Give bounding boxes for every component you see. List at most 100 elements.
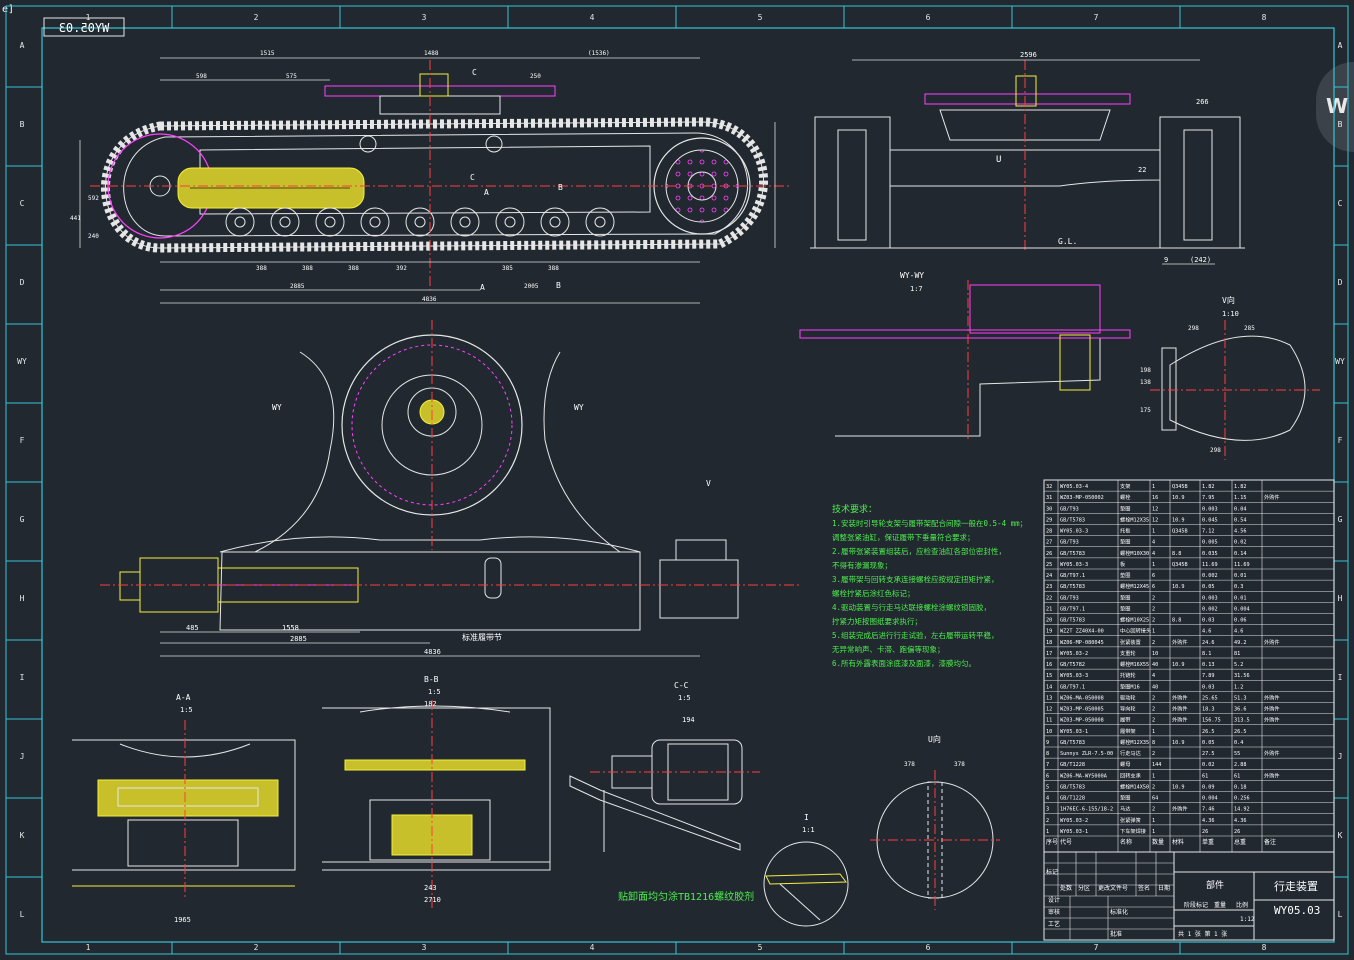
bom-cell: 螺母: [1120, 760, 1130, 768]
tb-row-1: 处数: [1060, 884, 1072, 892]
tb-role-0: 设计: [1048, 896, 1060, 904]
bom-cell: 17: [1046, 651, 1052, 657]
bom-cell: 10: [1046, 729, 1052, 735]
grid-col-label: 5: [758, 943, 763, 952]
bom-cell: 40: [1152, 662, 1158, 668]
bom-cell: WY05.03-3: [1060, 562, 1088, 568]
tech-req-line: 拧紧力矩按图纸要求执行；: [832, 616, 922, 626]
roller-hub: [549, 216, 561, 228]
bom-cell: 26: [1202, 829, 1208, 835]
bom-cell: 12: [1046, 707, 1052, 713]
roller-hub: [234, 216, 246, 228]
bom-cell: 29: [1046, 517, 1052, 523]
dim-u-1: 378: [904, 761, 915, 768]
bom-cell: Q345B: [1172, 562, 1188, 568]
bom-cell: WZ03-MP-050005: [1060, 707, 1104, 713]
grid-row-label: A: [20, 41, 25, 50]
front-label-u: U: [996, 155, 1001, 165]
dim-side-bot-8: 4836: [422, 296, 437, 303]
dim-side-bot-7: 2885: [290, 283, 305, 290]
view-v-small-title: V向: [1222, 295, 1235, 305]
track-roller: [360, 207, 390, 237]
plan-label-v: V: [706, 479, 711, 488]
bom-cell: 8: [1046, 751, 1049, 757]
dim-cc-1: 194: [682, 716, 695, 724]
bom-header-cell: 材料: [1172, 838, 1184, 846]
bom-cell: WY05.03-3: [1060, 529, 1088, 535]
bom-cell: 4: [1152, 540, 1155, 546]
bom-cell: 40: [1152, 684, 1158, 690]
bom-cell: 14: [1046, 684, 1052, 690]
bom-cell: 回转支承: [1120, 771, 1142, 779]
bom-cell: 中心回转接头: [1120, 627, 1151, 635]
bom-cell: WZ03-MP-050008: [1060, 718, 1104, 724]
tech-req-line: 5.组装完成后进行行走试验，左右履带运转平稳，: [832, 630, 999, 640]
dim-bb-1: 182: [424, 700, 437, 708]
bom-cell: 1: [1152, 829, 1155, 835]
bom-cell: 5: [1046, 784, 1049, 790]
grid-col-label: 1: [86, 943, 91, 952]
bom-cell: 6: [1152, 573, 1155, 579]
mirrored-drawing-number: WY05.03: [59, 21, 110, 35]
bom-cell: 马达: [1120, 805, 1130, 813]
dim-side-bot-6: 388: [548, 265, 559, 272]
bom-cell: 0.4: [1234, 740, 1243, 746]
bom-cell: GB/T97.1: [1060, 606, 1085, 612]
grid-row-label: F: [1338, 436, 1343, 445]
bom-cell: 0.02: [1234, 540, 1247, 546]
dim-side-bot-5: 385: [502, 265, 513, 272]
bom-cell: 0.005: [1202, 540, 1218, 546]
bom-cell: 0.035: [1202, 551, 1218, 557]
dim-front-bot-2: (242): [1190, 256, 1211, 264]
bom-cell: 4.6: [1234, 629, 1243, 635]
tech-req-line: 6.所有外露表面涂底漆及面漆，漆膜均匀。: [832, 658, 976, 668]
tb-role-3: 标准化: [1110, 908, 1128, 916]
glue-note: 贴卸面均匀涂TB1216螺纹胶剂: [618, 890, 754, 903]
bom-cell: 12: [1152, 517, 1158, 523]
detail-i-scale: 1:1: [802, 826, 815, 834]
tb-scale: 1:12: [1240, 916, 1255, 923]
bom-cell: 31.56: [1234, 673, 1250, 679]
bom-cell: 外购件: [1172, 638, 1188, 646]
track-roller: [315, 207, 345, 237]
tb-row-5: 日期: [1158, 884, 1170, 892]
bom-cell: 2: [1152, 807, 1155, 813]
bom-cell: 32: [1046, 484, 1052, 490]
dim-plan-2: 1558: [282, 624, 299, 632]
dim-side-left-2: 592: [88, 195, 99, 202]
bom-cell: 24.6: [1202, 640, 1215, 646]
tb-scale-label: 比例: [1236, 901, 1248, 909]
bom-cell: 2: [1152, 707, 1155, 713]
bom-cell: 10.9: [1172, 495, 1185, 501]
bom-cell: 外购件: [1172, 705, 1188, 713]
bom-cell: WZ06-MA-WY5000A: [1060, 773, 1108, 779]
bom-cell: 螺栓M10X30: [1120, 549, 1149, 557]
bom-cell: 6: [1152, 584, 1155, 590]
bom-cell: Q345B: [1172, 484, 1188, 490]
dim-side-bot-1: 388: [256, 265, 267, 272]
bom-cell: 0.03: [1202, 684, 1215, 690]
roller-hub: [504, 216, 516, 228]
bom-cell: GB/T5783: [1060, 618, 1085, 624]
dim-bb-3: 2710: [424, 896, 441, 904]
bom-cell: Sunnys ZLR-7.5-00: [1060, 751, 1113, 757]
bom-cell: 7: [1046, 762, 1049, 768]
grid-row-label: L: [1338, 910, 1343, 919]
bom-cell: 0.04: [1234, 506, 1247, 512]
bom-cell: 0.01: [1234, 573, 1247, 579]
grid-row-label: B: [1338, 120, 1343, 129]
grid-row-label: C: [1338, 199, 1343, 208]
bom-cell: 垫圈: [1120, 504, 1130, 512]
bom-cell: 1: [1046, 829, 1049, 835]
bom-cell: 托链轮: [1120, 671, 1136, 679]
bom-cell: 4: [1152, 551, 1155, 557]
plan-note: 标准履带节: [462, 632, 502, 642]
